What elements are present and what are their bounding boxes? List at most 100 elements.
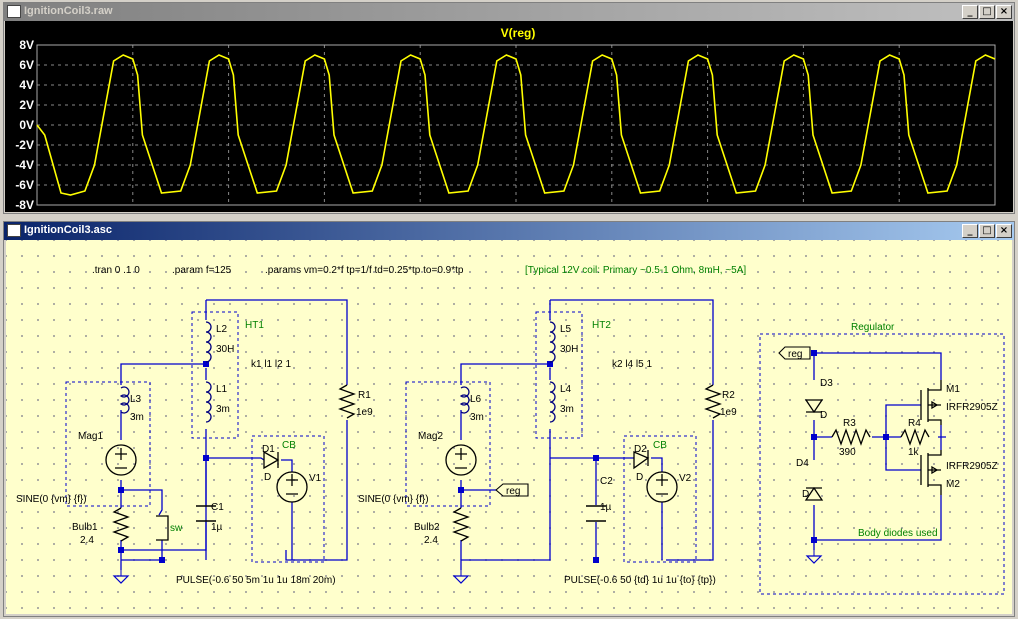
label-M1-value: IRFR2905Z <box>946 402 998 413</box>
params-directive: .params vm=0.2*f tp=1/f td=0.25*tp to=0.… <box>265 265 464 276</box>
label-L2: L2 <box>216 324 228 335</box>
y-tick-label: 0V <box>19 118 34 132</box>
resistors <box>112 384 930 542</box>
label-L5-value: 30H <box>560 344 578 355</box>
waveform-window: IgnitionCoil3.raw _□× V(reg) 8V 6V 4V 2V 0V -… <box>3 2 1015 226</box>
label-V1: V1 <box>309 473 322 484</box>
label-sine2: SINE(0 {vm} {f}) <box>358 494 429 505</box>
schematic-titlebar[interactable]: IgnitionCoil3.asc _□× <box>4 222 1014 240</box>
label-HT2: HT2 <box>592 320 611 331</box>
label-R4-value: 1k <box>908 447 920 458</box>
label-L1-value: 3m <box>216 404 230 415</box>
maximize-button[interactable]: □ <box>979 5 995 19</box>
label-Mag2: Mag2 <box>418 431 443 442</box>
inductors <box>119 321 556 423</box>
junction-dots <box>118 350 889 563</box>
label-k2: k2 l4 l5 1 <box>612 359 652 370</box>
schematic-app-icon <box>7 224 21 237</box>
y-tick-label: 6V <box>19 58 34 72</box>
label-M2: M2 <box>946 479 960 490</box>
voltage-sources <box>105 444 678 503</box>
label-C2: C2 <box>600 476 613 487</box>
y-tick-label: -2V <box>15 138 34 152</box>
diodes <box>263 399 824 501</box>
dashed-boxes <box>65 311 1005 595</box>
label-Bulb1: Bulb1 <box>72 522 98 533</box>
label-k1: k1 l1 l2 1 <box>251 359 291 370</box>
label-CB2: CB <box>653 440 667 451</box>
y-tick-label: 2V <box>19 98 34 112</box>
label-Bulb1-value: 2.4 <box>80 535 94 546</box>
plot-frame <box>36 44 996 206</box>
label-sw: sw <box>170 523 183 534</box>
reg-flag-label: reg <box>506 486 520 497</box>
y-tick-label: -8V <box>15 198 34 212</box>
label-L3-value: 3m <box>130 412 144 423</box>
label-D1: D1 <box>262 444 275 455</box>
minimize-button[interactable]: _ <box>962 224 978 238</box>
maximize-button[interactable]: □ <box>979 224 995 238</box>
y-tick-label: 4V <box>19 78 34 92</box>
label-L4: L4 <box>560 384 572 395</box>
y-tick-label: -4V <box>15 158 34 172</box>
label-D2-value: D <box>636 472 643 483</box>
label-pulse1: PULSE(-0.6 50 5m 1u 1u 18m 20m) <box>176 575 336 586</box>
label-R3-value: 390 <box>839 447 856 458</box>
label-HT1: HT1 <box>245 320 264 331</box>
label-D4-value: D <box>802 489 809 500</box>
coil-comment: [Typical 12V coil: Primary ~0.5-1 Ohm, 8… <box>525 265 746 276</box>
param-directive: .param f=125 <box>172 265 232 276</box>
mosfets <box>920 380 942 495</box>
wires <box>120 299 946 570</box>
waveform-app-icon <box>7 5 21 18</box>
schematic-window: IgnitionCoil3.asc _□× <box>3 221 1015 617</box>
close-button[interactable]: × <box>996 5 1012 19</box>
switch-symbol <box>156 515 169 541</box>
label-D3: D3 <box>820 378 833 389</box>
label-L4-value: 3m <box>560 404 574 415</box>
y-tick-label: -6V <box>15 178 34 192</box>
trace-label[interactable]: V(reg) <box>501 26 536 40</box>
label-D1-value: D <box>264 472 271 483</box>
tran-directive: .tran 0 .1 0 <box>92 265 140 276</box>
label-R4: R4 <box>908 418 921 429</box>
label-C1: C1 <box>211 502 224 513</box>
label-R2-value: 1e9 <box>720 407 737 418</box>
label-L1: L1 <box>216 384 228 395</box>
label-L6-value: 3m <box>470 412 484 423</box>
label-M1: M1 <box>946 384 960 395</box>
label-R2: R2 <box>722 390 735 401</box>
label-Bulb2: Bulb2 <box>414 522 440 533</box>
label-Mag1: Mag1 <box>78 431 103 442</box>
reg-flag-label-2: reg <box>788 349 802 360</box>
y-tick-label: 8V <box>19 38 34 52</box>
label-C1-value: 1µ <box>211 522 223 533</box>
capacitors <box>196 505 606 522</box>
label-body-diodes: Body diodes used <box>858 528 938 539</box>
label-R3: R3 <box>843 418 856 429</box>
label-R1-value: 1e9 <box>356 407 373 418</box>
close-button[interactable]: × <box>996 224 1012 238</box>
schematic-drawing[interactable]: .tran 0 .1 0 .param f=125 .params vm=0.2… <box>6 240 1010 614</box>
label-D2: D2 <box>634 444 647 455</box>
label-D3-value: D <box>820 410 827 421</box>
label-L5: L5 <box>560 324 572 335</box>
schematic-window-title: IgnitionCoil3.asc <box>24 224 113 236</box>
waveform-titlebar[interactable]: IgnitionCoil3.raw _□× <box>4 3 1014 21</box>
label-Bulb2-value: 2.4 <box>424 535 438 546</box>
label-sine1: SINE(0 {vm} {f}) <box>16 494 87 505</box>
label-pulse2: PULSE(-0.6 50 {td} 1u 1u {to} {tp}) <box>564 575 716 586</box>
net-flags <box>495 346 811 497</box>
label-CB1: CB <box>282 440 296 451</box>
label-D4: D4 <box>796 458 809 469</box>
label-R1: R1 <box>358 390 371 401</box>
schematic-canvas[interactable]: .tran 0 .1 0 .param f=125 .params vm=0.2… <box>6 240 1012 614</box>
label-M2-value: IRFR2905Z <box>946 461 998 472</box>
label-L3: L3 <box>130 394 142 405</box>
minimize-button[interactable]: _ <box>962 5 978 19</box>
label-L6: L6 <box>470 394 482 405</box>
trace-vreg <box>36 54 996 196</box>
label-regulator: Regulator <box>851 322 895 333</box>
